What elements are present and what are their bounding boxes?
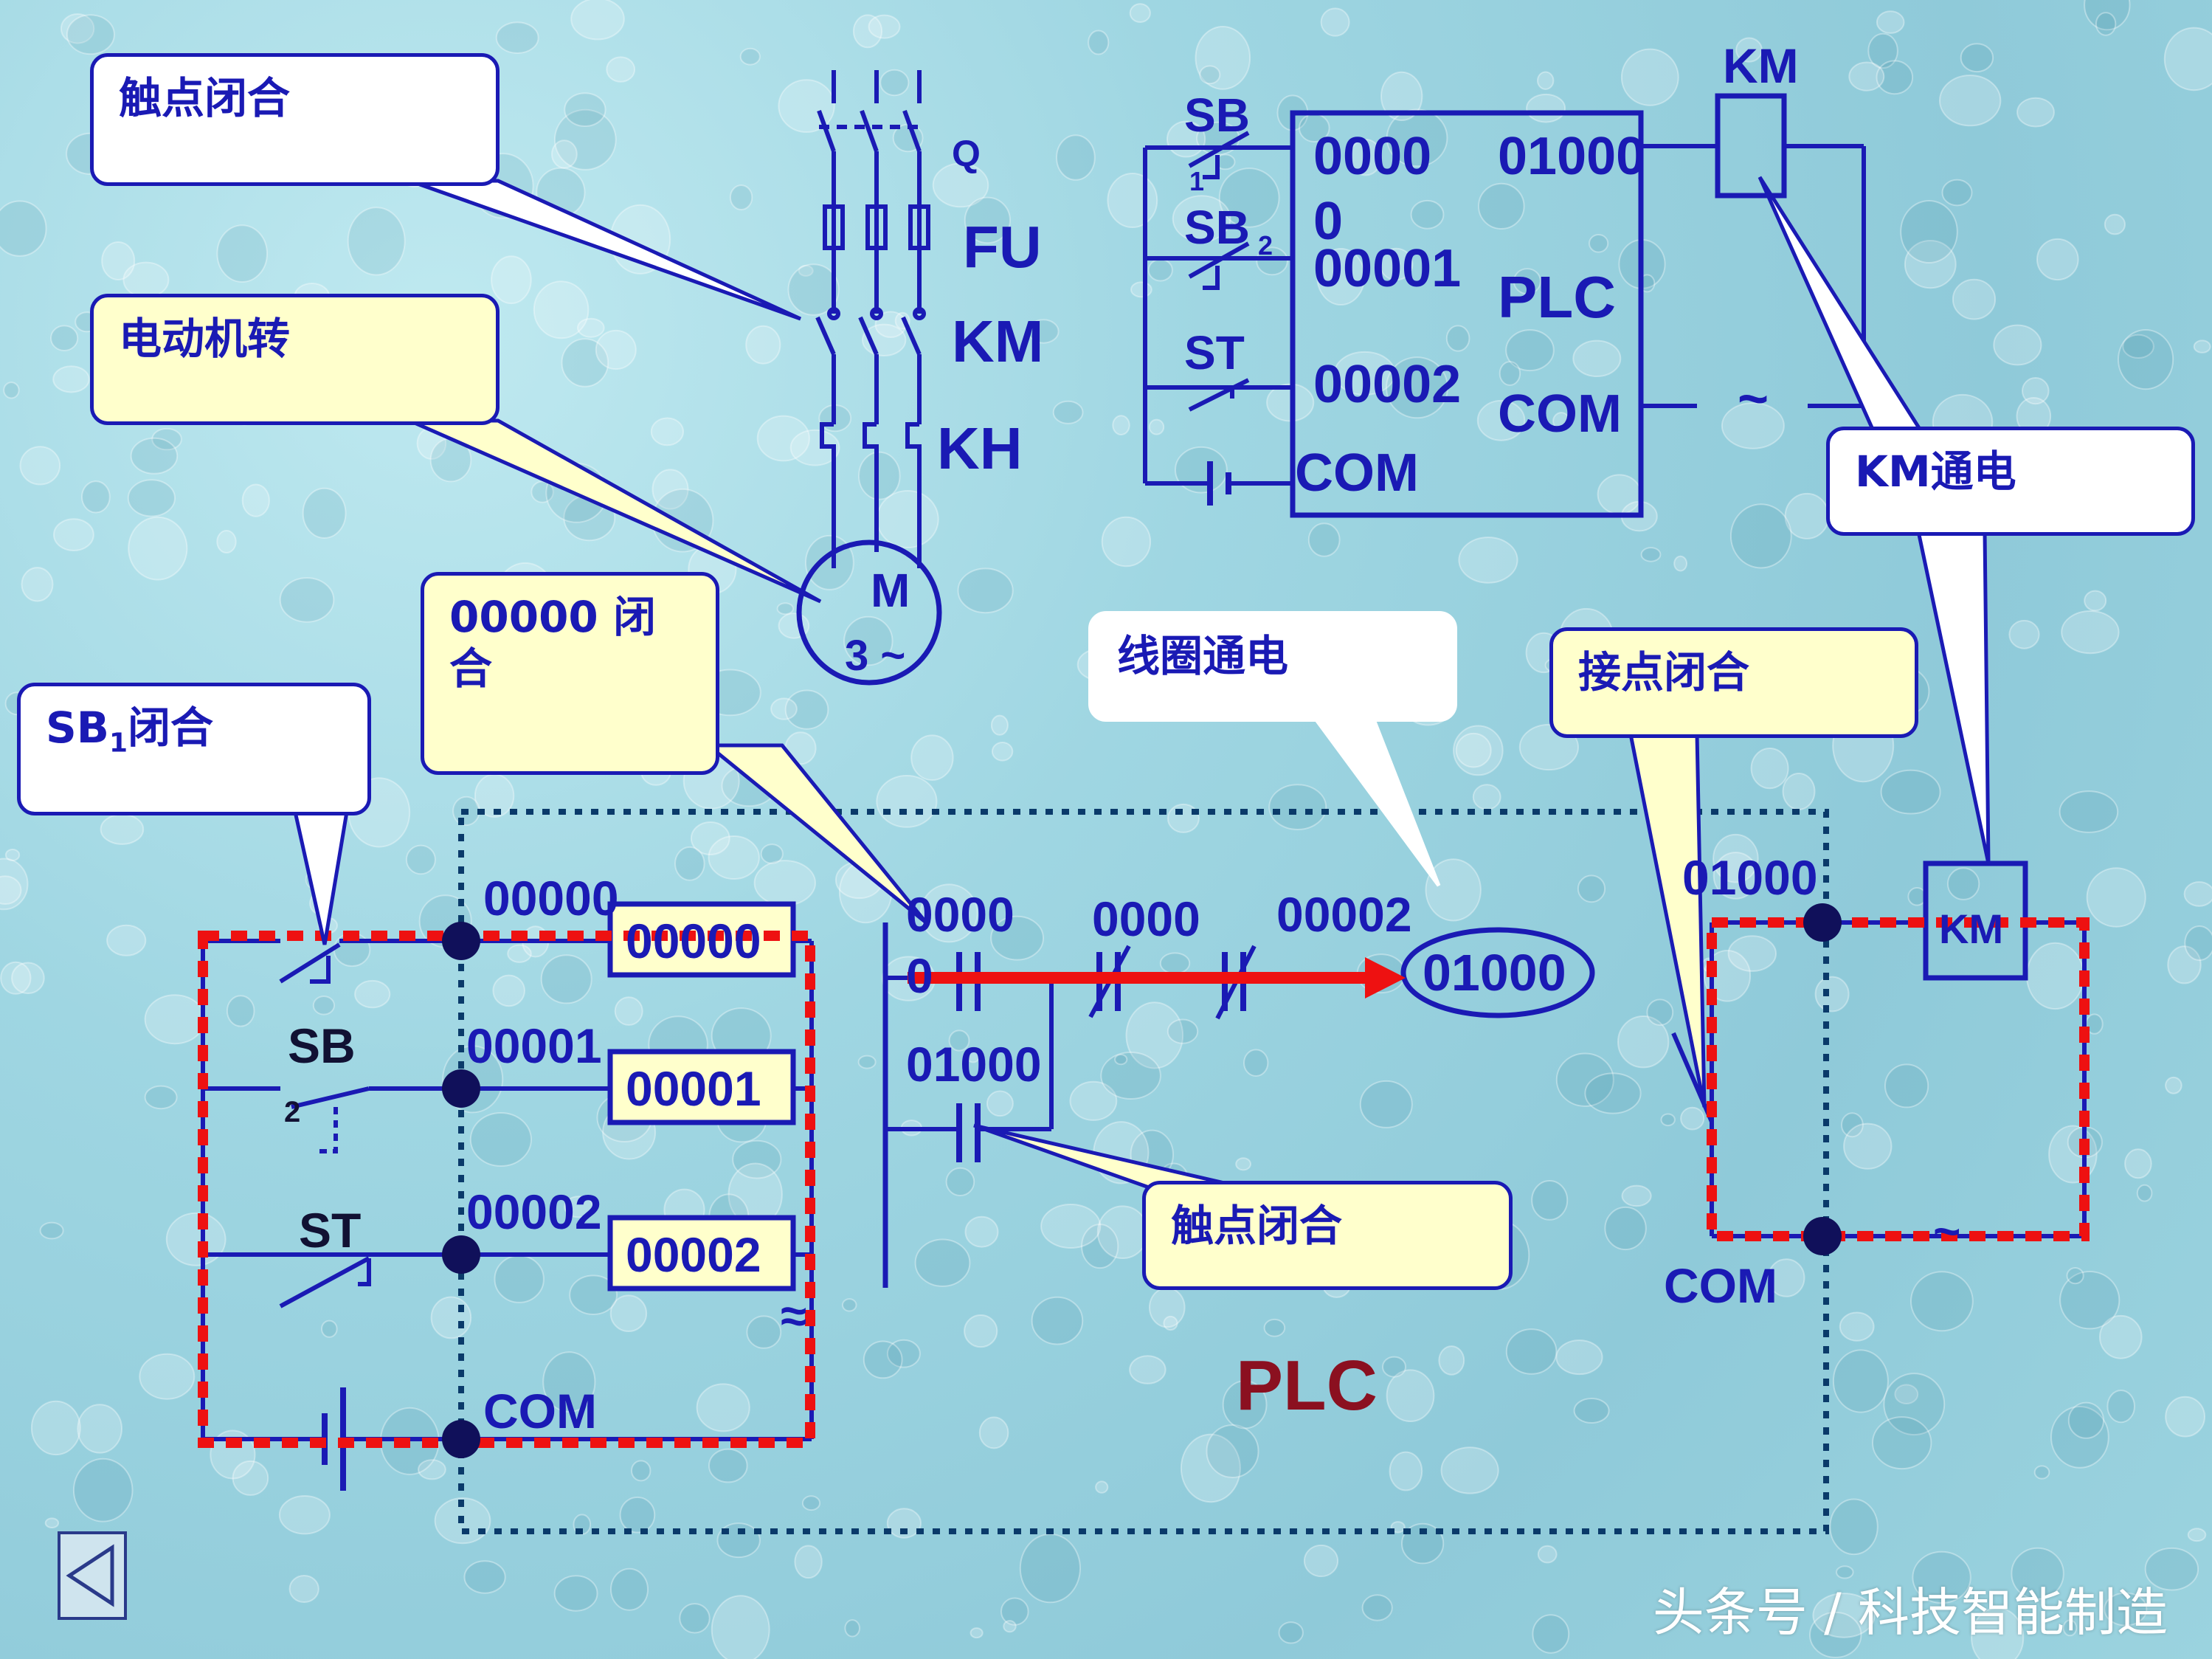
input-box-1: 00001 [626, 1061, 761, 1116]
label-km: KM [952, 308, 1043, 374]
input-term-1: 00001 [466, 1018, 602, 1073]
ladder-c2: 0000 [1092, 891, 1200, 946]
output-ac: ~ [1933, 1204, 1960, 1258]
label-fu: FU [963, 214, 1042, 280]
plc-ac: ~ [1738, 370, 1769, 429]
output-term: 01000 [1682, 850, 1818, 905]
callout-sb1-closed: SB1闭合 [17, 683, 371, 815]
callout-sub: 1 [108, 728, 128, 759]
input-sb-sub: 2 [284, 1096, 300, 1128]
input-com: COM [483, 1384, 597, 1438]
plc-in0: 0000 [1313, 127, 1431, 186]
back-button[interactable] [58, 1531, 127, 1620]
plc-label: PLC [1236, 1346, 1378, 1425]
motor-main-circuit [796, 70, 942, 686]
callout-contact-closed-bottom: 触点闭合 [1142, 1181, 1513, 1290]
input-box-0: 00000 [626, 914, 761, 968]
current-path-highlight [198, 917, 2090, 1448]
input-term-0: 00000 [483, 871, 619, 925]
output-com: COM [1664, 1258, 1777, 1313]
callout-text: 电动机转 [119, 314, 291, 364]
callout-coil-energized: 线圈通电 [1088, 611, 1457, 722]
plc-sb2: SB [1184, 201, 1250, 254]
input-sb: SB [288, 1018, 356, 1073]
motor-m: M [871, 564, 910, 617]
plc-coil-km: KM [1723, 38, 1799, 93]
plc-com-out: COM [1498, 384, 1622, 444]
plc-sb1: SB [1184, 89, 1250, 142]
signal-flow-arrow [908, 957, 1406, 998]
label-kh: KH [937, 415, 1023, 481]
plc-in0-tail: 0 [1313, 192, 1343, 251]
plc-sb2-sub: 2 [1258, 230, 1273, 261]
ladder-coil: 01000 [1423, 944, 1566, 1001]
plc-out: 01000 [1498, 127, 1645, 186]
plc-name: PLC [1498, 264, 1616, 330]
callout-text: 00000 闭合 [449, 592, 656, 694]
ladder-c4: 01000 [906, 1037, 1042, 1091]
callout-motor-runs: 电动机转 [90, 294, 500, 425]
callout-text: 触点闭合 [119, 73, 291, 123]
plc-sb1-sub: 1 [1189, 166, 1204, 196]
ladder-c1a: 0000 [906, 887, 1015, 942]
ladder-c1b: 0 [906, 948, 933, 1003]
plc-boundary [458, 809, 1829, 1534]
input-term-2: 00002 [466, 1184, 602, 1239]
callout-text: 触点闭合 [1171, 1201, 1343, 1251]
callout-text: KM通电 [1855, 446, 2016, 497]
plc-st: ST [1184, 326, 1245, 379]
label-q: Q [952, 133, 981, 174]
callout-km-energized: KM通电 [1826, 427, 2195, 536]
plc-in1: 00001 [1313, 239, 1461, 298]
plc-in2: 00002 [1313, 355, 1461, 414]
triangle-left-icon [66, 1544, 114, 1607]
motor-3: 3 ~ [845, 632, 905, 680]
callout-text: 接点闭合 [1578, 647, 1750, 697]
callout-contact-closed-out: 接点闭合 [1549, 627, 1918, 738]
output-coil-km: KM [1939, 906, 2003, 952]
callout-text: SB [46, 703, 109, 753]
callout-contact-closed-top: 触点闭合 [90, 53, 500, 186]
junction-dots [442, 903, 1842, 1458]
ladder-c3: 00002 [1276, 887, 1412, 942]
input-section [201, 901, 814, 1491]
watermark: 头条号 / 科技智能制造 [1652, 1582, 2168, 1643]
callout-text: 线圈通电 [1117, 631, 1289, 681]
callout-text-tail: 闭合 [128, 703, 214, 753]
plc-wiring-diagram [1143, 93, 1866, 518]
plc-com-in: COM [1295, 444, 1419, 503]
callout-input-closed: 00000 闭合 [421, 572, 719, 775]
input-st: ST [299, 1203, 361, 1258]
input-tilde: ≈ [781, 1289, 806, 1342]
input-box-2: 00002 [626, 1227, 761, 1282]
